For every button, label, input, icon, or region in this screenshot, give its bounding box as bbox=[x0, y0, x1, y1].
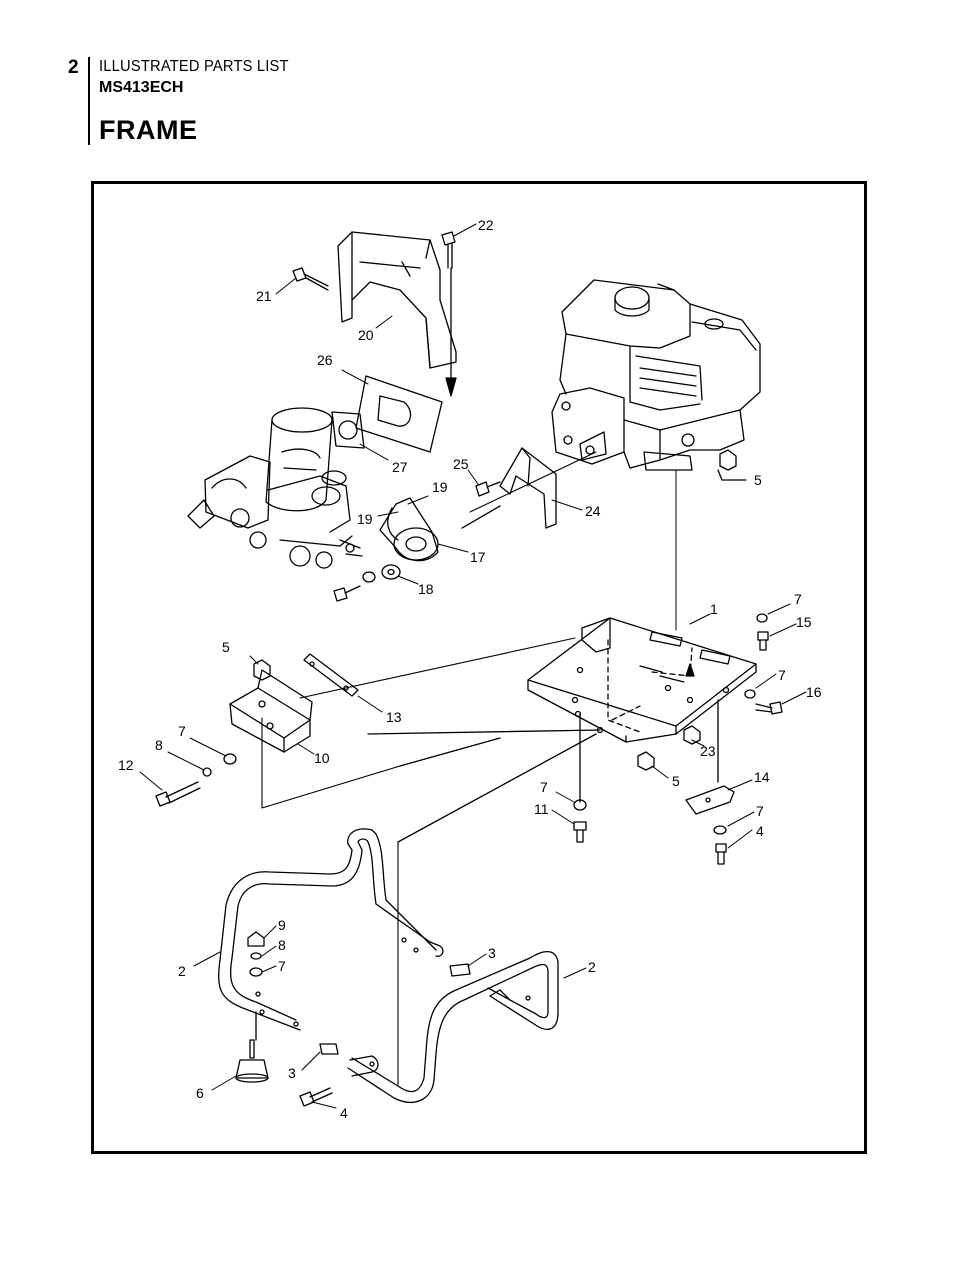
bolt-22 bbox=[441, 231, 456, 269]
section-title: FRAME bbox=[99, 115, 198, 145]
callout-2-left: 2 bbox=[178, 963, 186, 979]
callout-4-left: 4 bbox=[340, 1105, 348, 1121]
callout-19-upper: 19 bbox=[432, 479, 448, 495]
callout-2-right: 2 bbox=[588, 959, 596, 975]
callout-25: 25 bbox=[453, 456, 469, 472]
gasket-27 bbox=[331, 411, 365, 449]
callout-21: 21 bbox=[256, 288, 272, 304]
callout-22: 22 bbox=[478, 217, 494, 233]
callout-10: 10 bbox=[314, 750, 330, 766]
callout-18: 18 bbox=[418, 581, 434, 597]
callout-3-lower: 3 bbox=[288, 1065, 296, 1081]
callout-7-c: 7 bbox=[178, 723, 186, 739]
rubber-foot-6 bbox=[235, 1039, 269, 1083]
callout-7-a: 7 bbox=[794, 591, 802, 607]
nut-5-base bbox=[637, 751, 655, 771]
header-divider bbox=[88, 57, 90, 145]
callout-labels: 22 21 20 26 27 25 24 19 19 17 18 5 1 7 1… bbox=[118, 217, 822, 1121]
plug-3-upper bbox=[449, 963, 471, 977]
callout-17: 17 bbox=[470, 549, 486, 565]
strap-13 bbox=[303, 653, 359, 697]
callout-15: 15 bbox=[796, 614, 812, 630]
washer-7-right-low bbox=[713, 825, 727, 835]
tube-frame-2-right bbox=[347, 951, 559, 1103]
callout-6: 6 bbox=[196, 1085, 204, 1101]
model-number: MS413ECH bbox=[99, 79, 184, 96]
callout-13: 13 bbox=[386, 709, 402, 725]
diagram-frame bbox=[91, 181, 867, 1154]
callout-3-upper: 3 bbox=[488, 945, 496, 961]
callout-16: 16 bbox=[806, 684, 822, 700]
washer-18 bbox=[362, 564, 401, 583]
bolt-12 bbox=[155, 781, 201, 807]
callout-7-f: 7 bbox=[278, 958, 286, 974]
callout-8-a: 8 bbox=[155, 737, 163, 753]
nut-23 bbox=[683, 725, 701, 745]
base-plate-1 bbox=[527, 617, 757, 743]
nut-5-engine bbox=[717, 449, 747, 481]
bolt-21 bbox=[292, 267, 329, 291]
lockwasher-8-frame bbox=[250, 952, 262, 960]
page-header: 2 ILLUSTRATED PARTS LIST MS413ECH FRAME bbox=[66, 55, 366, 147]
callout-5-base: 5 bbox=[672, 773, 680, 789]
callout-12: 12 bbox=[118, 757, 134, 773]
plug-3-lower bbox=[319, 1043, 339, 1055]
callout-11: 11 bbox=[534, 801, 549, 817]
nut-5-bracket bbox=[253, 659, 271, 681]
callout-23: 23 bbox=[700, 743, 716, 759]
bolt-pump-pulley bbox=[333, 585, 361, 602]
bolt-4-right bbox=[715, 843, 727, 865]
bolt-15 bbox=[757, 631, 769, 651]
mounting-plate-26 bbox=[355, 375, 443, 453]
callout-7-d: 7 bbox=[540, 779, 548, 795]
belt-pulley-17 bbox=[379, 497, 439, 562]
callout-5-engine: 5 bbox=[754, 472, 762, 488]
page-number: 2 bbox=[68, 57, 79, 78]
callout-27: 27 bbox=[392, 459, 408, 475]
lockwasher-8-left bbox=[202, 767, 212, 777]
pump-assembly bbox=[187, 407, 363, 569]
callout-7-e: 7 bbox=[756, 803, 764, 819]
callout-9: 9 bbox=[278, 917, 286, 933]
bolt-25 bbox=[475, 481, 501, 497]
callout-26: 26 bbox=[317, 352, 333, 368]
engine bbox=[551, 279, 761, 471]
callout-8-b: 8 bbox=[278, 937, 286, 953]
document-title: ILLUSTRATED PARTS LIST bbox=[99, 58, 289, 75]
bracket-10 bbox=[229, 669, 313, 753]
cap-9 bbox=[247, 931, 265, 947]
callout-20: 20 bbox=[358, 327, 374, 343]
bracket-14 bbox=[685, 785, 735, 815]
tube-frame-2-left bbox=[218, 828, 437, 1031]
callout-5-bracket: 5 bbox=[222, 639, 230, 655]
callout-19-lower: 19 bbox=[357, 511, 373, 527]
washer-7-right-mid bbox=[744, 689, 756, 699]
callout-14: 14 bbox=[754, 769, 770, 785]
washer-7-bottom bbox=[573, 799, 587, 811]
engine-bracket-24 bbox=[499, 447, 557, 529]
bolt-11 bbox=[573, 821, 587, 843]
callout-1: 1 bbox=[710, 601, 718, 617]
washer-7-left bbox=[223, 753, 237, 765]
belt-guard-part bbox=[337, 231, 457, 369]
washer-7-right-top bbox=[756, 613, 768, 623]
bolt-16 bbox=[755, 701, 783, 715]
callout-4-right: 4 bbox=[756, 823, 764, 839]
washer-7-frame bbox=[249, 967, 263, 977]
callout-24: 24 bbox=[585, 503, 601, 519]
callout-7-b: 7 bbox=[778, 667, 786, 683]
